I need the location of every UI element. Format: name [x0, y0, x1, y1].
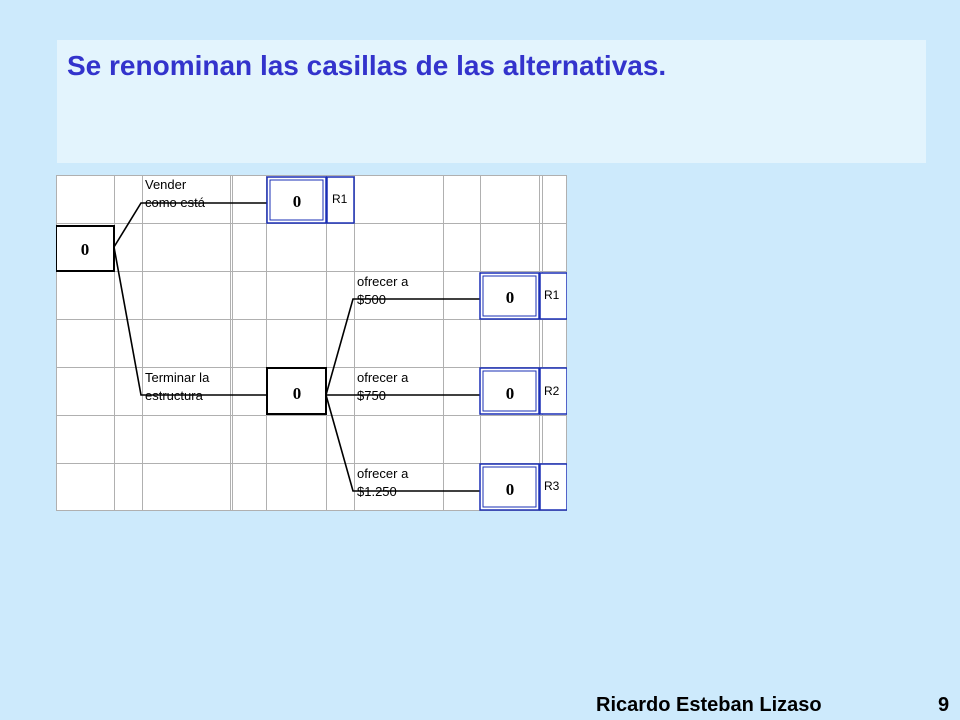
terminar-label-line1: Terminar la — [145, 370, 210, 385]
branch-terminar: Terminar la estructura 0 — [145, 367, 327, 415]
ofrecer-1250-value: 0 — [506, 480, 515, 499]
ofrecer-1250-range-name: R3 — [544, 479, 560, 493]
page-number: 9 — [938, 694, 950, 716]
terminar-value: 0 — [293, 384, 302, 403]
vender-label-line2: como está — [145, 195, 206, 210]
spreadsheet-area: 0 Vender como está 0 R1 Terminar la estr… — [55, 175, 568, 511]
ofrecer-500-range-name: R1 — [544, 288, 560, 302]
ofrecer-750-range-name: R2 — [544, 384, 560, 398]
ofrecer-750-line1: ofrecer a — [357, 370, 409, 385]
ofrecer-750-value: 0 — [506, 384, 515, 403]
ofrecer-500-line1: ofrecer a — [357, 274, 409, 289]
vender-value: 0 — [293, 192, 302, 211]
branch-lines — [113, 202, 480, 492]
branch-ofrecer-500: ofrecer a $500 0 R1 — [357, 272, 568, 320]
title-box: Se renominan las casillas de las alterna… — [57, 40, 926, 163]
slide-title: Se renominan las casillas de las alterna… — [67, 50, 667, 81]
ofrecer-500-line2: $500 — [357, 292, 386, 307]
ofrecer-750-line2: $750 — [357, 388, 386, 403]
vender-range-name: R1 — [332, 192, 348, 206]
branch-ofrecer-750: ofrecer a $750 0 R2 — [357, 367, 568, 415]
root-decision-node: 0 — [55, 225, 115, 272]
terminar-label-line2: estructura — [145, 388, 204, 403]
sheet-grid — [56, 175, 567, 511]
ofrecer-1250-line2: $1.250 — [357, 484, 397, 499]
footer-author: Ricardo Esteban Lizaso — [596, 694, 822, 716]
ofrecer-1250-line1: ofrecer a — [357, 466, 409, 481]
branch-vender: Vender como está 0 R1 — [145, 176, 355, 224]
ofrecer-500-value: 0 — [506, 288, 515, 307]
vender-label-line1: Vender — [145, 177, 187, 192]
decision-tree: 0 Vender como está 0 R1 Terminar la estr… — [55, 175, 568, 511]
branch-ofrecer-1250: ofrecer a $1.250 0 R3 — [357, 463, 568, 511]
root-value: 0 — [81, 240, 90, 259]
